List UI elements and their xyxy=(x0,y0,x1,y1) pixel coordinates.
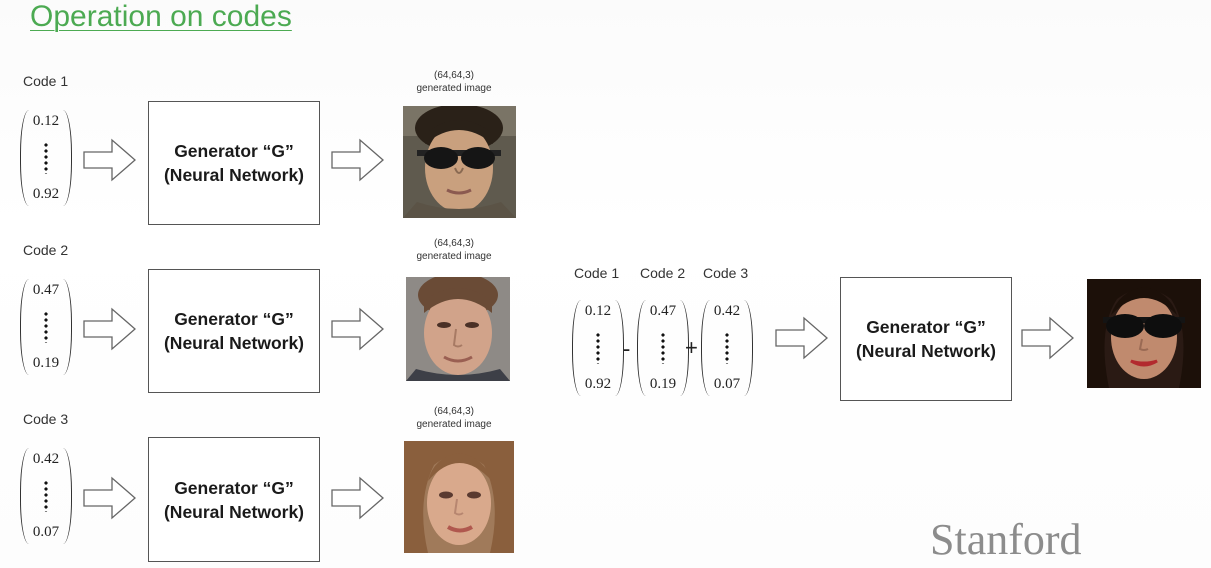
image-caption: generated image xyxy=(416,251,492,262)
code-2-label: Code 2 xyxy=(23,242,69,258)
code-2-value-bottom: 0.19 xyxy=(32,355,60,371)
generator-title: Generator “G” xyxy=(174,309,294,329)
generator-subtitle: (Neural Network) xyxy=(855,341,997,361)
generator-box-3: Generator “G” (Neural Network) xyxy=(148,437,320,562)
op-code-2-value-top: 0.47 xyxy=(649,303,677,319)
right-arrow-icon xyxy=(774,315,830,361)
plus-operator: + xyxy=(685,335,698,360)
op-code-2-value-bottom: 0.19 xyxy=(649,376,677,392)
code-3-value-bottom: 0.07 xyxy=(32,524,60,540)
code-2-vector: 0.47 0.19 xyxy=(20,279,72,375)
generated-face-image-1 xyxy=(403,106,516,218)
op-code-3-vector: 0.42 0.07 xyxy=(701,300,753,396)
op-code-1-label: Code 1 xyxy=(574,265,620,281)
generator-box-operation: Generator “G” (Neural Network) xyxy=(840,277,1012,401)
image-shape: (64,64,3) xyxy=(433,406,475,417)
code-1-value-bottom: 0.92 xyxy=(32,186,60,202)
right-arrow-icon xyxy=(330,475,386,521)
generator-title: Generator “G” xyxy=(866,317,986,337)
vertical-dots-icon xyxy=(44,311,48,343)
op-code-1-vector: 0.12 0.92 xyxy=(572,300,624,396)
right-arrow-icon xyxy=(1020,315,1076,361)
generated-face-image-3 xyxy=(404,441,514,553)
right-arrow-icon xyxy=(82,475,138,521)
op-code-1-value-bottom: 0.92 xyxy=(584,376,612,392)
image-caption-1: (64,64,3) generated image xyxy=(394,69,514,95)
right-arrow-icon xyxy=(330,137,386,183)
generator-subtitle: (Neural Network) xyxy=(163,333,305,353)
generated-face-image-2 xyxy=(406,277,510,381)
code-1-vector: 0.12 0.92 xyxy=(20,110,72,206)
code-1-label: Code 1 xyxy=(23,73,69,89)
vertical-dots-icon xyxy=(44,142,48,174)
image-shape: (64,64,3) xyxy=(433,238,475,249)
image-caption: generated image xyxy=(416,83,492,94)
code-1-value-top: 0.12 xyxy=(32,113,60,129)
generator-subtitle: (Neural Network) xyxy=(163,501,305,522)
code-3-label: Code 3 xyxy=(23,411,69,427)
vertical-dots-icon xyxy=(44,480,48,512)
generator-box-2: Generator “G” (Neural Network) xyxy=(148,269,320,393)
op-code-3-label: Code 3 xyxy=(703,265,749,281)
generator-title: Generator “G” xyxy=(174,477,294,498)
right-arrow-icon xyxy=(330,306,386,352)
image-shape: (64,64,3) xyxy=(433,70,475,81)
image-caption-3: (64,64,3) generated image xyxy=(394,405,514,431)
code-3-vector: 0.42 0.07 xyxy=(20,448,72,544)
op-code-1-value-top: 0.12 xyxy=(584,303,612,319)
generator-title: Generator “G” xyxy=(174,141,294,161)
generated-face-image-result xyxy=(1087,279,1201,388)
slide-title: Operation on codes xyxy=(30,0,292,33)
op-code-2-vector: 0.47 0.19 xyxy=(637,300,689,396)
code-3-value-top: 0.42 xyxy=(32,451,60,467)
right-arrow-icon xyxy=(82,137,138,183)
image-caption: generated image xyxy=(416,419,492,430)
generator-box-1: Generator “G” (Neural Network) xyxy=(148,101,320,225)
op-code-3-value-top: 0.42 xyxy=(713,303,741,319)
code-2-value-top: 0.47 xyxy=(32,282,60,298)
vertical-dots-icon xyxy=(725,332,729,364)
vertical-dots-icon xyxy=(661,332,665,364)
op-code-3-value-bottom: 0.07 xyxy=(713,376,741,392)
right-arrow-icon xyxy=(82,306,138,352)
stanford-logo: Stanford xyxy=(930,515,1082,564)
image-caption-2: (64,64,3) generated image xyxy=(394,237,514,263)
op-code-2-label: Code 2 xyxy=(640,265,686,281)
minus-operator: - xyxy=(623,336,631,361)
generator-subtitle: (Neural Network) xyxy=(163,165,305,185)
vertical-dots-icon xyxy=(596,332,600,364)
